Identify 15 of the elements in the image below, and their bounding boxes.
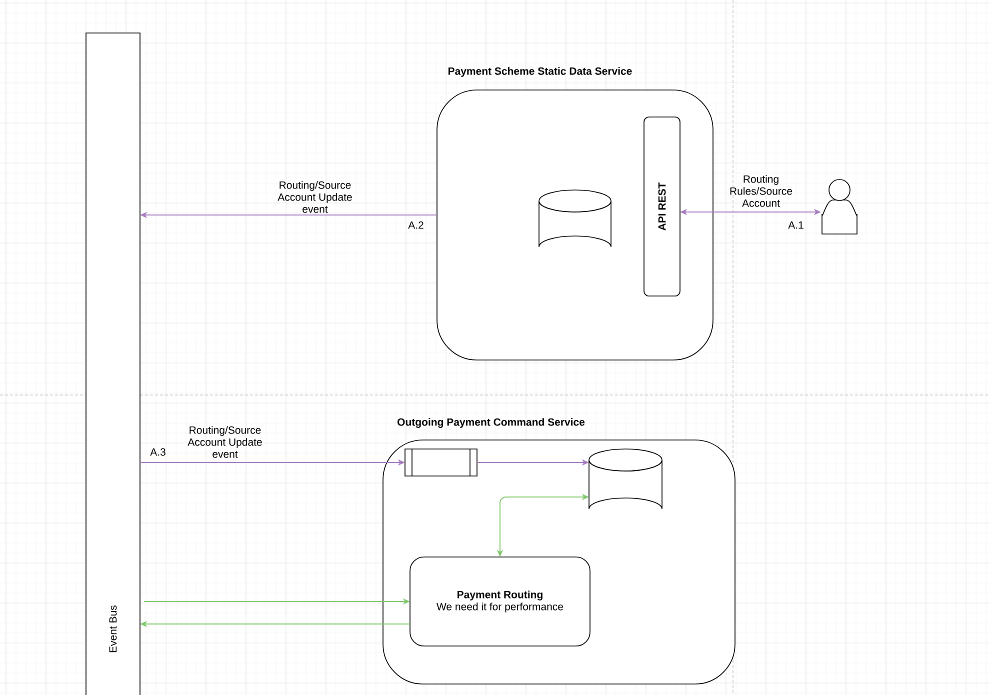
api-box: API REST xyxy=(644,116,680,296)
edge-label: Routing/Source Account Update event xyxy=(188,426,262,458)
edge-label: Routing/Source Account Update event xyxy=(278,181,352,213)
step-label: A.2 xyxy=(408,221,424,229)
step-label: A.3 xyxy=(150,448,166,456)
database-cylinder xyxy=(588,448,662,510)
event-bus-bar: Event Bus xyxy=(86,32,140,695)
service-title: Outgoing Payment Command Service xyxy=(398,418,585,428)
person-icon xyxy=(822,179,858,234)
step-label: A.1 xyxy=(788,221,804,229)
edge-label: Routing Rules/Source Account xyxy=(730,175,792,207)
queue-box xyxy=(404,448,478,476)
database-cylinder xyxy=(538,190,612,248)
service-title: Payment Scheme Static Data Service xyxy=(448,67,632,77)
process-box: Payment Routing We need it for performance xyxy=(410,556,590,646)
